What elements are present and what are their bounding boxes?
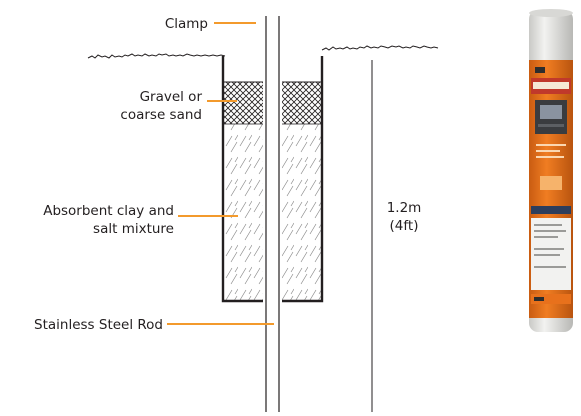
borehole-wall-left xyxy=(221,56,263,303)
clay-label-line1: Absorbent clay and xyxy=(43,203,174,219)
gravel-label-line2: coarse sand xyxy=(120,107,202,123)
clay-fill-right xyxy=(282,124,322,301)
gravel-label-line1: Gravel or xyxy=(140,89,203,105)
clamp-label: Clamp xyxy=(165,16,208,32)
ground-surface-right xyxy=(321,45,439,51)
depth-label-line2: (4ft) xyxy=(390,218,419,234)
ground-surface-left xyxy=(87,53,226,59)
gravel-layer-left xyxy=(223,82,263,124)
gravel-layer-right xyxy=(282,82,322,124)
depth-label-line1: 1.2m xyxy=(387,200,422,216)
clay-label-line2: salt mixture xyxy=(93,221,174,237)
rod-label: Stainless Steel Rod xyxy=(34,317,163,333)
borehole-wall-right xyxy=(282,56,324,303)
product-tube-photo xyxy=(529,9,573,332)
clay-fill-left xyxy=(223,124,263,301)
